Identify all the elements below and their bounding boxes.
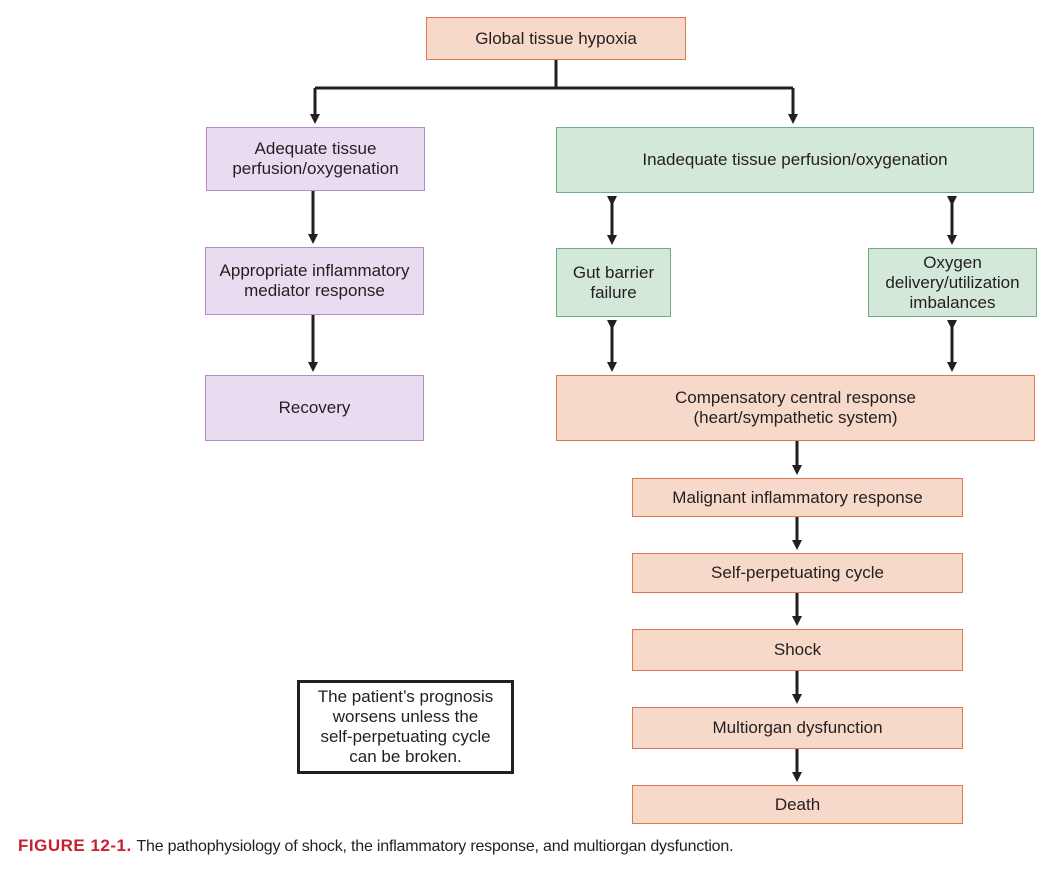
node-appropriate-inflammatory-response: Appropriate inflammatory mediator respon… [205, 247, 424, 315]
node-multiorgan-dysfunction: Multiorgan dysfunction [632, 707, 963, 749]
node-gut-barrier-failure: Gut barrier failure [556, 248, 671, 317]
node-death: Death [632, 785, 963, 824]
node-recovery: Recovery [205, 375, 424, 441]
split-connector [315, 60, 793, 90]
figure-caption-text: The pathophysiology of shock, the inflam… [136, 838, 734, 855]
node-oxygen-imbalances: Oxygen delivery/utilization imbalances [868, 248, 1037, 317]
node-global-tissue-hypoxia: Global tissue hypoxia [426, 17, 686, 60]
node-inadequate-perfusion: Inadequate tissue perfusion/oxygenation [556, 127, 1034, 193]
figure-label: FIGURE 12-1. [18, 836, 132, 855]
node-shock: Shock [632, 629, 963, 671]
node-malignant-inflammatory-response: Malignant inflammatory response [632, 478, 963, 517]
node-compensatory-central-response: Compensatory central response (heart/sym… [556, 375, 1035, 441]
node-adequate-perfusion: Adequate tissue perfusion/oxygenation [206, 127, 425, 191]
prognosis-note: The patient’s prognosis worsens unless t… [297, 680, 514, 774]
node-self-perpetuating-cycle: Self-perpetuating cycle [632, 553, 963, 593]
figure-caption: FIGURE 12-1. The pathophysiology of shoc… [18, 836, 734, 856]
